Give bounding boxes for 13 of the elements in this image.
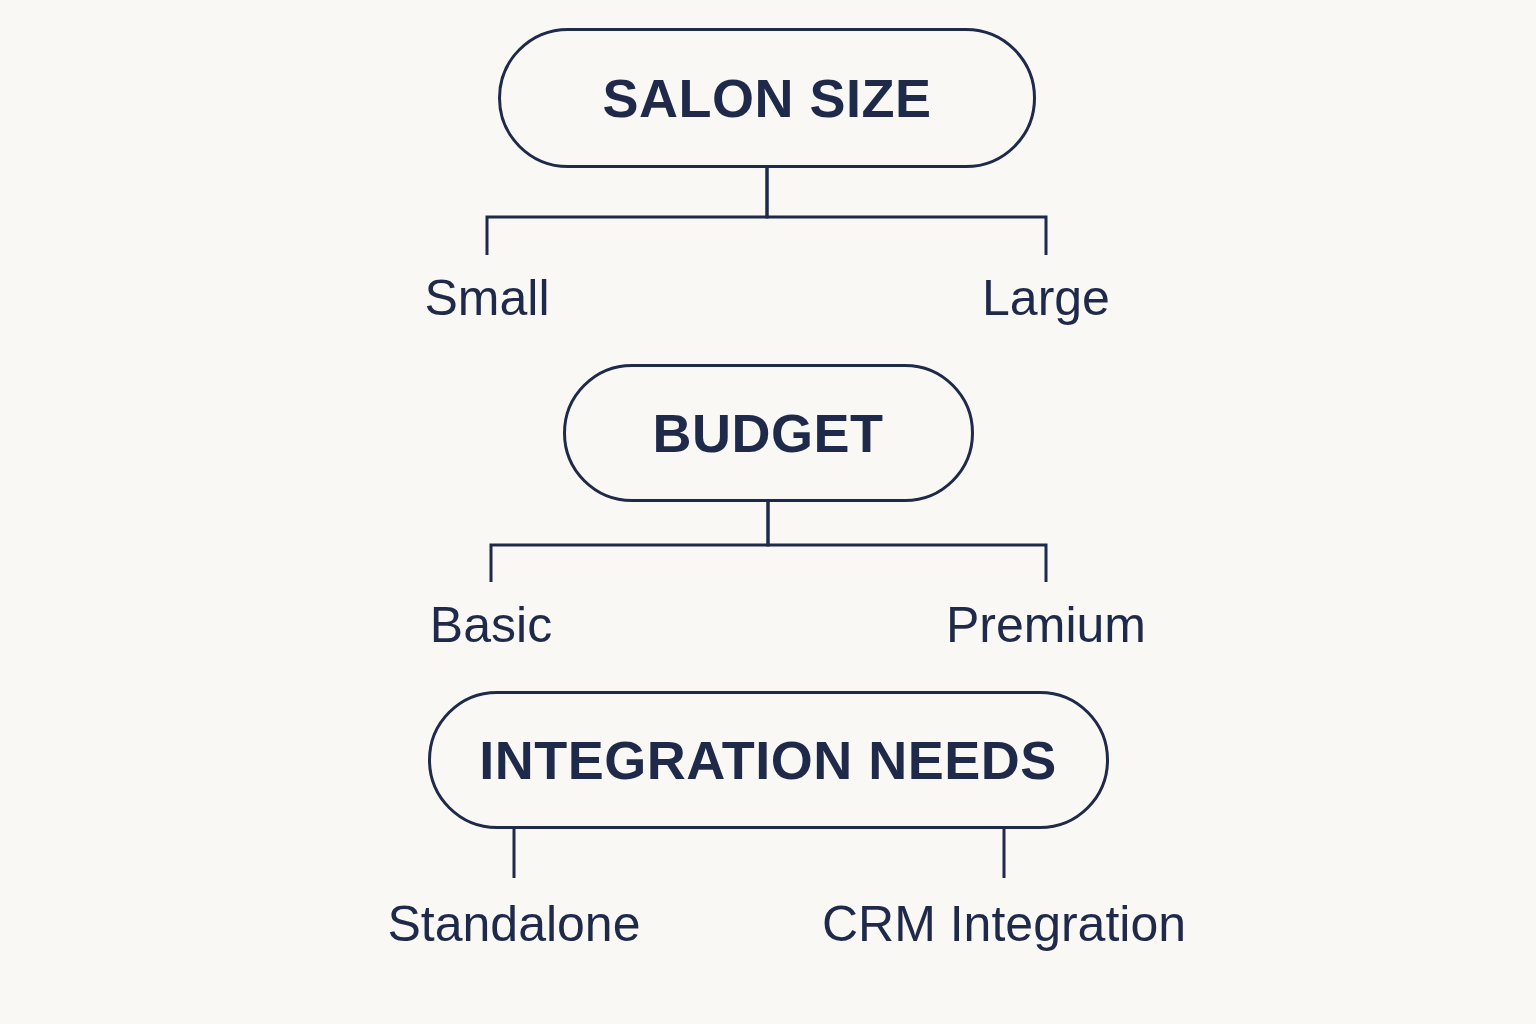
connector-line [512,829,516,878]
option-label: CRM Integration [821,895,1186,953]
option-label: Small [424,269,550,327]
category-title: BUDGET [652,402,884,464]
connector-line [766,502,1048,582]
option-label: Large [982,269,1110,327]
option-label: Standalone [387,895,641,953]
option-label: Basic [429,596,553,654]
category-title: INTEGRATION NEEDS [479,729,1057,791]
connector-line [1002,829,1006,878]
connector-line [765,168,1048,255]
category-title: SALON SIZE [602,67,932,129]
option-label: Premium [946,596,1146,654]
